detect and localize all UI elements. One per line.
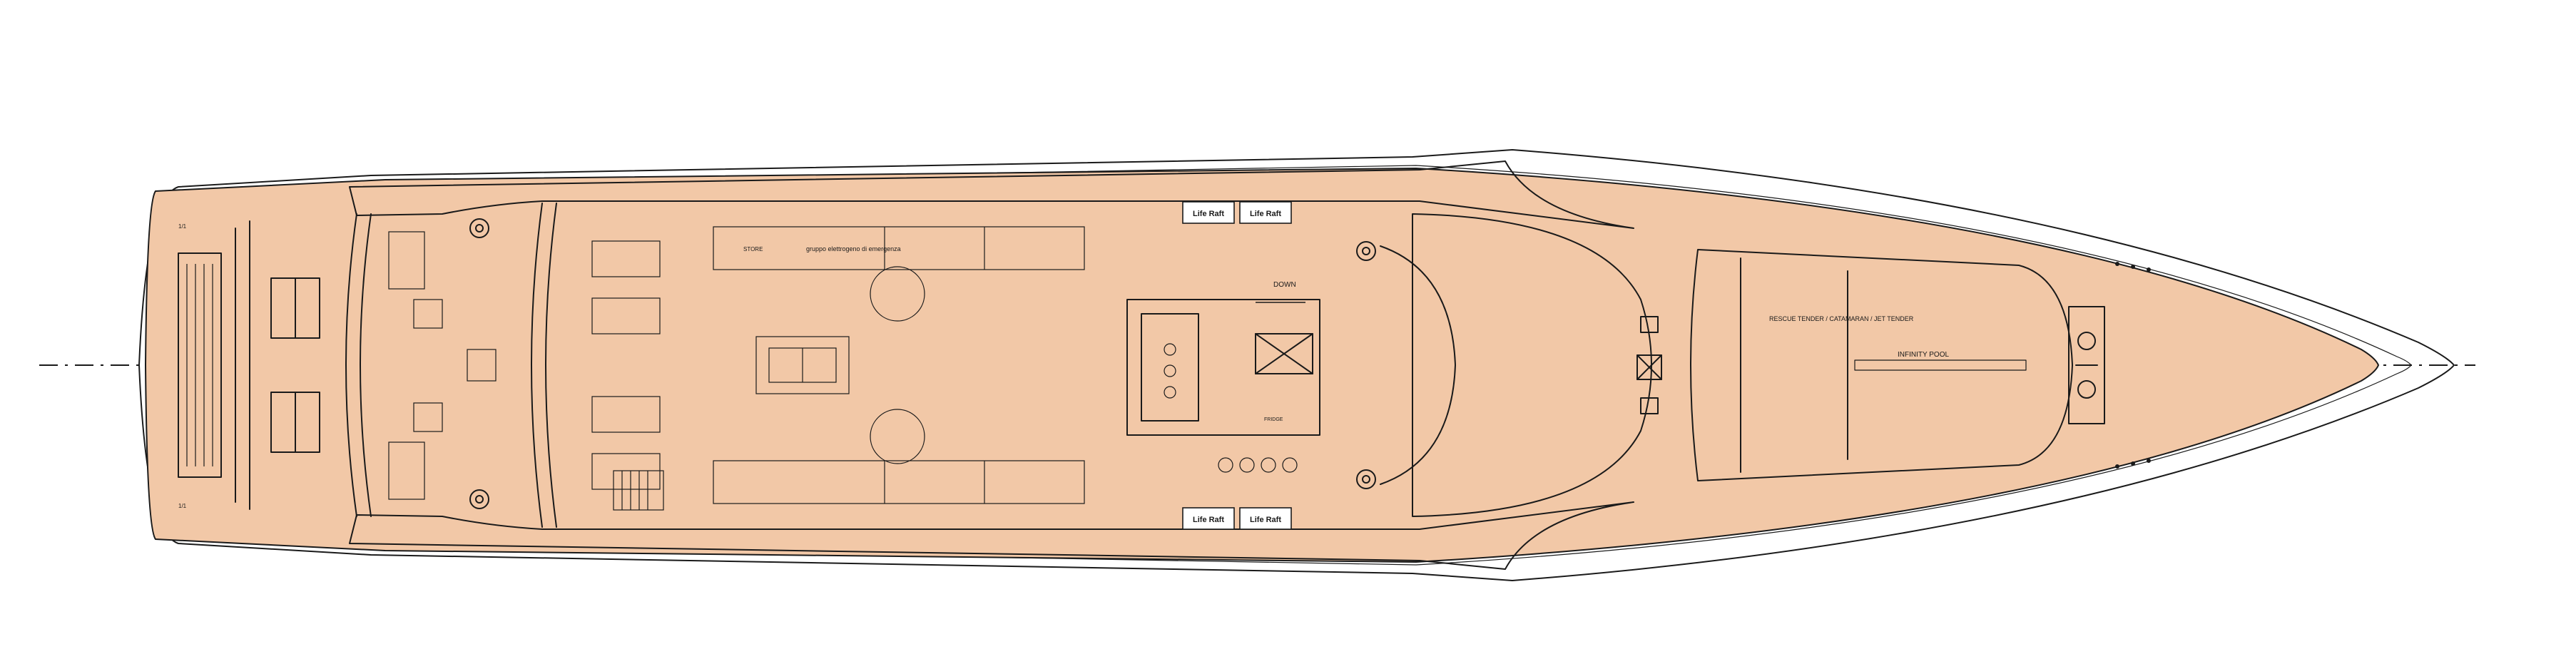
capstan-icons: [469, 218, 1376, 509]
hull-outline: [138, 149, 2455, 581]
side-deck-starboard: [349, 160, 1634, 229]
forward-pool-area: [1690, 249, 2073, 481]
liferaft-starboard-2: Life Raft: [1239, 201, 1292, 224]
aft-superstructure: [345, 203, 557, 528]
stools: [1218, 457, 1298, 473]
liferaft-starboard-1: Life Raft: [1182, 201, 1235, 224]
emergency-generator-label: gruppo elettrogeno di emergenza: [806, 245, 901, 252]
store-label: STORE: [743, 246, 763, 252]
sunbeds: [591, 240, 661, 490]
helm-station: [1126, 299, 1320, 436]
side-deck-port: [349, 501, 1634, 570]
svg-text:Life Raft: Life Raft: [1193, 516, 1224, 524]
bow-cleats: [2115, 262, 2151, 469]
aft-seating: [388, 231, 497, 500]
hull-inner-line: [186, 165, 2412, 566]
liferaft-port-2: Life Raft: [1239, 507, 1292, 530]
service-counters: [713, 226, 1085, 504]
bow-mooring: [2068, 306, 2105, 424]
svg-text:Life Raft: Life Raft: [1193, 210, 1224, 218]
svg-text:Life Raft: Life Raft: [1250, 210, 1281, 218]
fridge-label: FRIDGE: [1264, 417, 1283, 422]
stern-mark-top: 1/1: [178, 223, 187, 230]
svg-text:Life Raft: Life Raft: [1250, 516, 1281, 524]
infinity-pool-label: INFINITY POOL: [1898, 351, 1949, 359]
liferaft-port-1: Life Raft: [1182, 507, 1235, 530]
foredeck-seating: [1380, 245, 1456, 485]
tender-note: RESCUE TENDER / CATAMARAN / JET TENDER: [1769, 315, 1914, 322]
anchor-winch-box: [1636, 316, 1662, 414]
round-tanks: [870, 266, 925, 464]
stern-steps: [178, 220, 250, 510]
deck-area-main: [144, 167, 2380, 563]
aft-windows: [270, 277, 320, 453]
stern-mark-bottom: 1/1: [178, 503, 187, 509]
stair-down-label: DOWN: [1273, 281, 1296, 289]
aft-stair: [613, 470, 664, 511]
dining-table: [755, 336, 850, 394]
